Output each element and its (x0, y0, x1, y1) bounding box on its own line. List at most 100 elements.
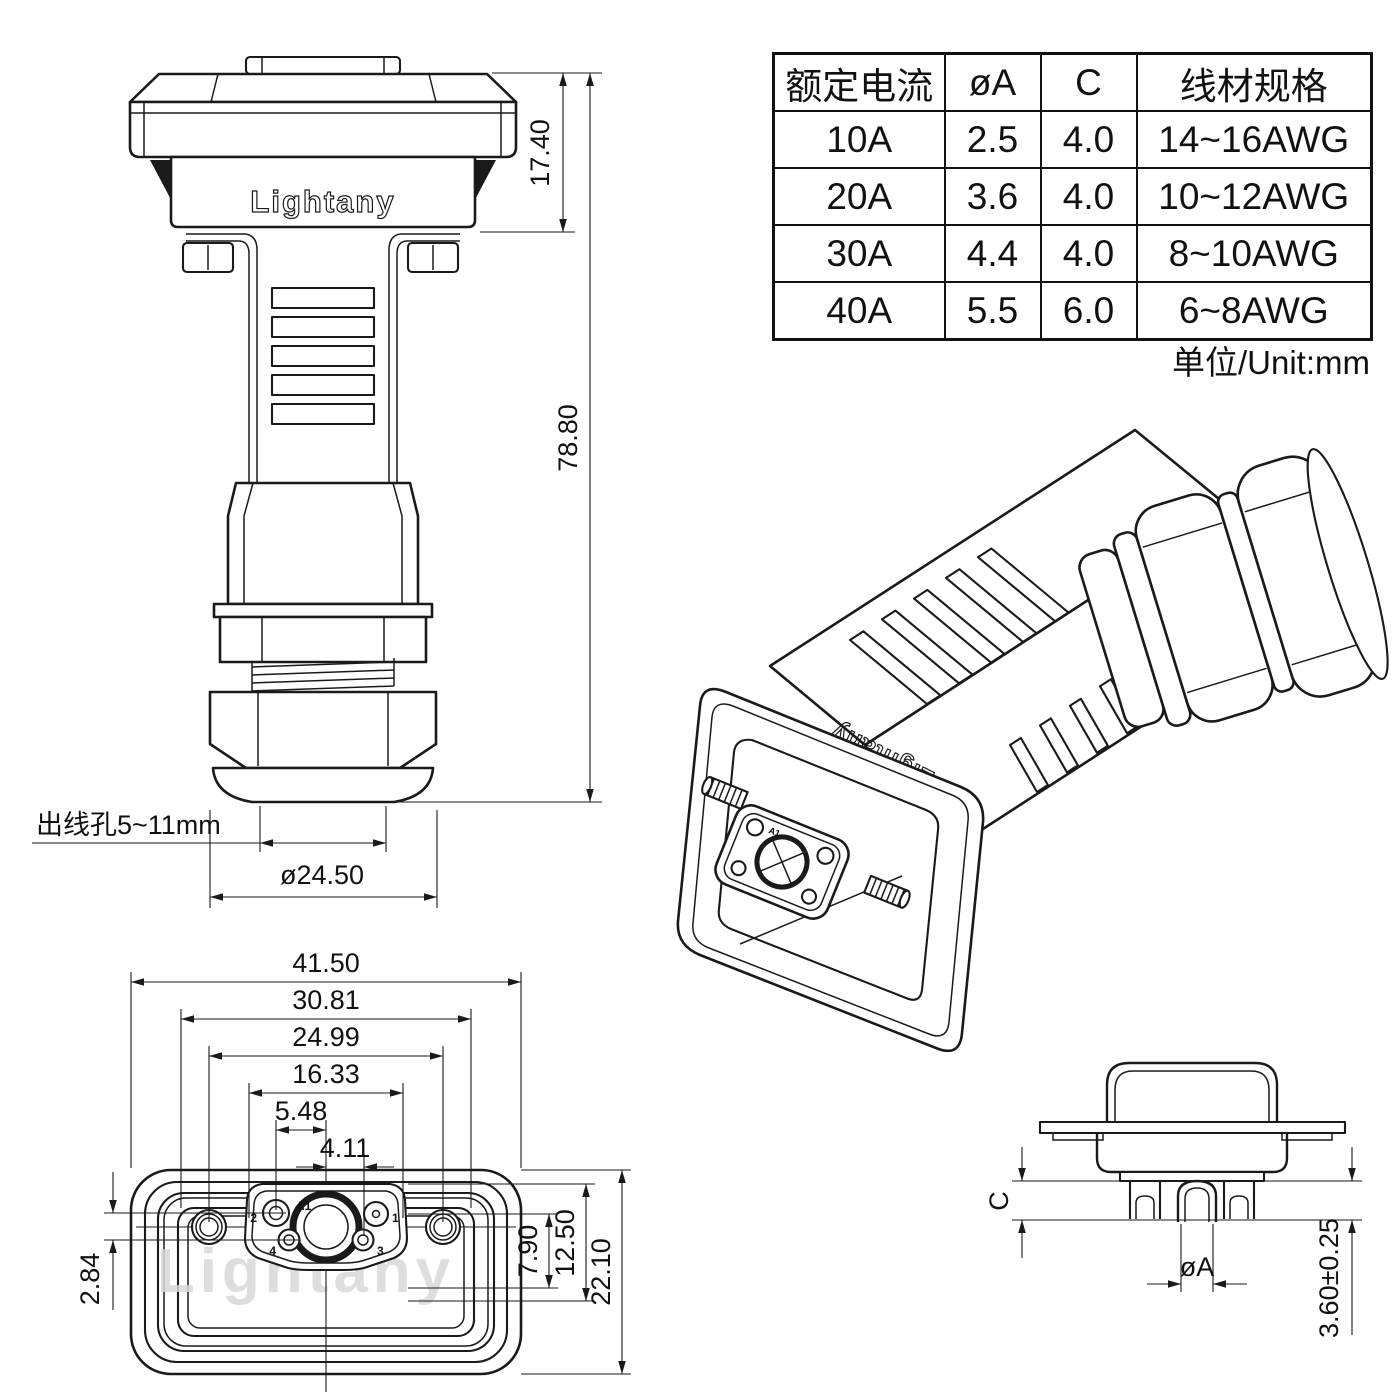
cell-current: 40A (772, 281, 946, 341)
thread-line (251, 669, 395, 676)
dim-24-50: ø24.50 (209, 810, 438, 908)
dim-text-78-80: 78.80 (553, 404, 583, 472)
dim-text-c: C (984, 1191, 1014, 1211)
col-header-rated-current: 额定电流 (772, 52, 946, 112)
pin-label-2: 2 (250, 1211, 257, 1225)
front-coupling-flange (212, 602, 434, 619)
table-row: 20A 3.6 4.0 10~12AWG (772, 167, 1373, 226)
gland-end-cap (1306, 448, 1389, 680)
rib-slot (976, 547, 1070, 623)
cell-phi-a: 3.6 (943, 167, 1042, 226)
iso-stud-right (863, 874, 911, 909)
front-gland-nut (208, 690, 438, 770)
dim-text-17-40: 17.40 (525, 119, 555, 187)
front-top-tab (244, 55, 402, 76)
cell-phi-a: 5.5 (943, 281, 1042, 341)
cell-c: 4.0 (1039, 110, 1138, 169)
front-cap-facet (428, 73, 437, 103)
cell-c: 4.0 (1039, 224, 1138, 283)
stud-tip (898, 889, 911, 909)
side-contact-right-socket (1229, 1195, 1249, 1219)
bottom-view: Lightany 2 A1 1 4 3 41.50 (75, 948, 631, 1392)
front-view: Lightany (32, 55, 602, 908)
dim-text-12-50: 12.50 (550, 1209, 580, 1277)
dim-text-41-50: 41.50 (292, 948, 360, 978)
front-bell-facet (392, 482, 403, 604)
cell-phi-a: 2.5 (943, 110, 1042, 169)
front-neck-wall (396, 240, 407, 483)
stud-thread-lines (706, 778, 743, 807)
side-shell (1095, 1133, 1289, 1174)
dim-12-50: 12.50 (408, 1183, 595, 1302)
side-flange-tab (1281, 1132, 1333, 1141)
side-contact-left-socket (1135, 1195, 1155, 1219)
front-grip-rib (270, 286, 376, 310)
front-threads (251, 658, 395, 692)
pin-label-3: 3 (377, 1244, 384, 1258)
dim-text-3-60: 3.60±0.25 (1314, 1218, 1344, 1338)
cell-wire: 8~10AWG (1135, 224, 1373, 283)
dim-text-16-33: 16.33 (292, 1059, 360, 1089)
dim-text-7-90: 7.90 (513, 1225, 543, 1278)
col-header-phi-a: øA (943, 52, 1042, 112)
dim-24-99: 24.99 (208, 1022, 444, 1222)
pin-label-4: 4 (269, 1244, 276, 1258)
col-header-wire-spec: 线材规格 (1135, 52, 1373, 112)
table-row: 40A 5.5 6.0 6~8AWG (772, 281, 1373, 341)
dim-78-80: 78.80 (397, 73, 602, 803)
side-flange-tab (1052, 1132, 1104, 1141)
dim-text-2-84: 2.84 (75, 1253, 105, 1306)
table-row: 30A 4.4 4.0 8~10AWG (772, 224, 1373, 283)
gland-facet (1186, 667, 1267, 694)
front-grip-rib (270, 344, 376, 368)
dim-4-11: 4.11 (296, 1133, 394, 1236)
iso-stud-left (701, 775, 749, 810)
bottom-insert-inner (251, 1190, 401, 1264)
bottom-pin-3-bore (357, 1234, 369, 1246)
rib-slot (912, 588, 1006, 664)
side-shell-step (1118, 1170, 1266, 1183)
iso-top-ribs (848, 547, 1070, 706)
iso-pin (816, 846, 835, 865)
front-neck-wall (245, 233, 258, 483)
front-coupling-nut (218, 615, 428, 664)
front-brand-logo: Lightany (250, 184, 395, 219)
dim-22-10: 22.10 (521, 1169, 631, 1375)
cell-c: 4.0 (1039, 167, 1138, 226)
cell-wire: 14~16AWG (1135, 110, 1373, 169)
front-cap (128, 72, 518, 104)
front-cap-facet (210, 73, 219, 103)
iso-pin-label-a1: A1 (767, 825, 781, 839)
iso-gland (1078, 448, 1389, 729)
dim-phi-a: øA (1147, 1224, 1247, 1292)
dim-cable-hole: 出线孔5~11mm (32, 806, 387, 852)
dim-30-81: 30.81 (180, 985, 472, 1208)
cell-current: 20A (772, 167, 946, 226)
table-row: 10A 2.5 4.0 14~16AWG (772, 110, 1373, 169)
cell-wire: 6~8AWG (1135, 281, 1373, 341)
cable-hole-label: 出线孔5~11mm (36, 810, 221, 840)
spec-table: 额定电流 øA C 线材规格 10A 2.5 4.0 14~16AWG 20A … (772, 52, 1373, 341)
pin-label-1: 1 (392, 1211, 399, 1225)
dim-5-48: 5.48 (275, 1096, 327, 1210)
side-view: C øA 3.60±0.25 (984, 1061, 1362, 1338)
dim-3-60: 3.60±0.25 (1314, 1147, 1356, 1338)
iso-insert: A1 (714, 804, 850, 920)
front-grip-rib (270, 315, 376, 339)
dim-41-50: 41.50 (130, 948, 522, 1168)
dim-17-40: 17.40 (480, 72, 602, 233)
side-flange-plate (1038, 1120, 1347, 1135)
front-neck-wall (239, 240, 250, 483)
side-contact-right (1222, 1181, 1256, 1219)
col-header-c: C (1039, 52, 1138, 112)
cell-current: 30A (772, 224, 946, 283)
cell-current: 10A (772, 110, 946, 169)
dim-text-22-10: 22.10 (586, 1238, 616, 1306)
gland-facet (1142, 522, 1223, 548)
front-band (128, 100, 518, 159)
stud-tip (701, 775, 714, 796)
spec-table-grid: 额定电流 øA C 线材规格 10A 2.5 4.0 14~16AWG 20A … (772, 52, 1373, 341)
dim-2-84: 2.84 (75, 1172, 299, 1310)
iso-flange-inner (692, 703, 969, 1037)
front-body (169, 155, 477, 229)
